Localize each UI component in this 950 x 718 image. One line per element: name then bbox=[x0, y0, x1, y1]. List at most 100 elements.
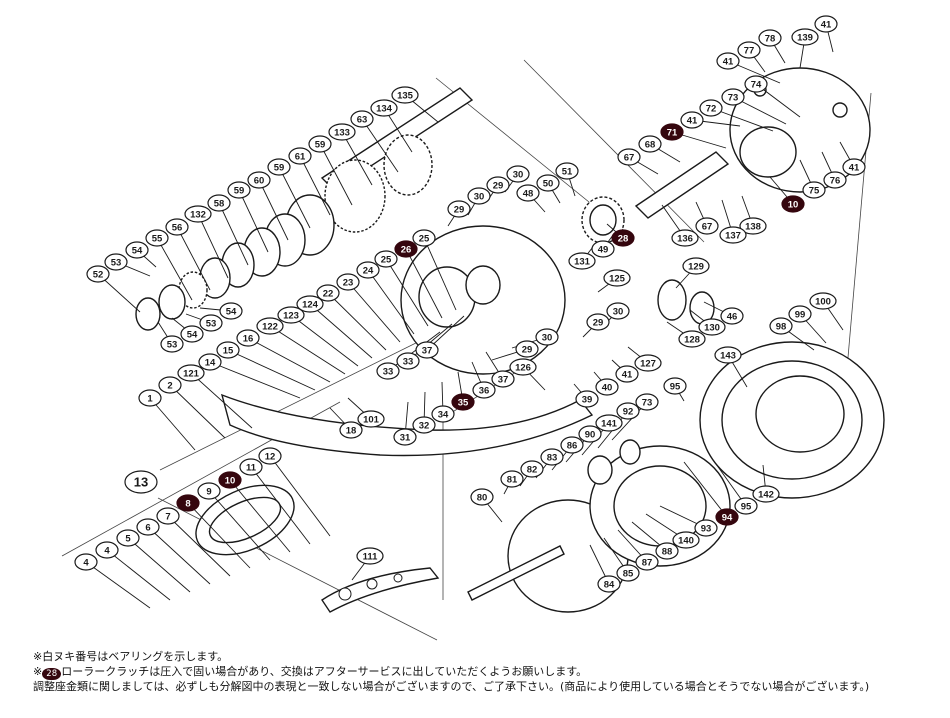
svg-text:30: 30 bbox=[474, 191, 485, 202]
callout-133: 133 bbox=[328, 123, 356, 141]
svg-text:122: 122 bbox=[262, 321, 278, 332]
callout-85: 85 bbox=[616, 564, 640, 582]
callout-59: 59 bbox=[267, 158, 291, 176]
svg-text:32: 32 bbox=[419, 420, 430, 431]
callout-49: 49 bbox=[591, 240, 615, 258]
svg-text:83: 83 bbox=[547, 452, 558, 463]
handle-arm bbox=[220, 393, 594, 457]
svg-text:26: 26 bbox=[401, 244, 412, 255]
svg-text:86: 86 bbox=[567, 440, 578, 451]
svg-text:54: 54 bbox=[132, 245, 143, 256]
callout-54: 54 bbox=[125, 241, 149, 259]
svg-text:36: 36 bbox=[479, 385, 490, 396]
svg-text:46: 46 bbox=[727, 311, 738, 322]
callout-10: 10 bbox=[218, 471, 242, 489]
ratchet-gear bbox=[383, 134, 433, 196]
svg-text:53: 53 bbox=[206, 318, 217, 329]
callout-30: 30 bbox=[467, 187, 491, 205]
callout-23: 23 bbox=[336, 273, 360, 291]
callout-136: 136 bbox=[671, 229, 699, 247]
callout-139: 139 bbox=[791, 28, 819, 46]
callout-39: 39 bbox=[575, 390, 599, 408]
ar-sleeve bbox=[634, 151, 730, 219]
svg-text:29: 29 bbox=[493, 180, 504, 191]
svg-text:99: 99 bbox=[795, 309, 806, 320]
callout-128: 128 bbox=[678, 330, 706, 348]
callout-134: 134 bbox=[370, 99, 398, 117]
footnote-3: 調整座金類に関しましては、必ずしも分解図中の表現と一致しない場合がございますので… bbox=[33, 680, 870, 693]
svg-text:136: 136 bbox=[677, 233, 693, 244]
callout-30: 30 bbox=[506, 165, 530, 183]
callout-73: 73 bbox=[635, 393, 659, 411]
svg-text:80: 80 bbox=[477, 492, 488, 503]
callout-59: 59 bbox=[308, 135, 332, 153]
svg-text:41: 41 bbox=[622, 369, 633, 380]
svg-text:125: 125 bbox=[609, 273, 626, 284]
callout-34: 34 bbox=[431, 405, 455, 423]
svg-text:23: 23 bbox=[343, 277, 354, 288]
callout-140: 140 bbox=[672, 531, 700, 549]
svg-text:5: 5 bbox=[125, 533, 131, 544]
callout-36: 36 bbox=[472, 381, 496, 399]
svg-text:53: 53 bbox=[167, 339, 178, 350]
svg-text:59: 59 bbox=[234, 185, 245, 196]
callout-16: 16 bbox=[236, 329, 260, 347]
callout-72: 72 bbox=[699, 99, 723, 117]
svg-text:29: 29 bbox=[454, 204, 465, 215]
callout-54: 54 bbox=[219, 302, 243, 320]
callout-4: 4 bbox=[74, 553, 98, 571]
svg-text:123: 123 bbox=[283, 310, 299, 321]
svg-text:124: 124 bbox=[302, 299, 319, 310]
svg-text:30: 30 bbox=[613, 306, 624, 317]
svg-text:2: 2 bbox=[167, 380, 172, 391]
svg-text:33: 33 bbox=[383, 366, 394, 377]
svg-text:25: 25 bbox=[381, 254, 392, 265]
svg-text:22: 22 bbox=[323, 288, 334, 299]
svg-text:59: 59 bbox=[315, 139, 326, 150]
svg-text:54: 54 bbox=[226, 306, 237, 317]
callout-7: 7 bbox=[156, 507, 180, 525]
callout-37: 37 bbox=[415, 341, 439, 359]
callout-5: 5 bbox=[116, 529, 140, 547]
callout-101: 101 bbox=[357, 410, 385, 428]
svg-text:81: 81 bbox=[507, 474, 518, 485]
svg-text:37: 37 bbox=[498, 374, 509, 385]
svg-text:141: 141 bbox=[601, 418, 618, 429]
svg-text:13: 13 bbox=[134, 475, 148, 490]
callout-52: 52 bbox=[86, 265, 110, 283]
svg-text:54: 54 bbox=[187, 329, 198, 340]
callout-33: 33 bbox=[396, 352, 420, 370]
drive-gear bbox=[324, 159, 386, 233]
callout-37: 37 bbox=[491, 370, 515, 388]
callout-100: 100 bbox=[809, 292, 837, 310]
callout-53: 53 bbox=[104, 253, 128, 271]
callout-122: 122 bbox=[256, 317, 284, 335]
svg-text:133: 133 bbox=[334, 127, 350, 138]
svg-text:129: 129 bbox=[688, 261, 704, 272]
svg-text:9: 9 bbox=[206, 486, 211, 497]
svg-text:139: 139 bbox=[797, 32, 813, 43]
callout-130: 130 bbox=[698, 318, 726, 336]
svg-text:95: 95 bbox=[741, 501, 752, 512]
callout-29: 29 bbox=[586, 313, 610, 331]
svg-text:24: 24 bbox=[363, 265, 374, 276]
callout-48: 48 bbox=[516, 184, 540, 202]
svg-text:59: 59 bbox=[274, 162, 285, 173]
callout-41: 41 bbox=[842, 158, 866, 176]
wrench-tool bbox=[321, 567, 440, 613]
callout-46: 46 bbox=[720, 307, 744, 325]
svg-text:140: 140 bbox=[678, 535, 694, 546]
callout-58: 58 bbox=[207, 194, 231, 212]
callout-123: 123 bbox=[277, 306, 305, 324]
callout-95: 95 bbox=[734, 497, 758, 515]
svg-text:92: 92 bbox=[623, 406, 634, 417]
svg-text:143: 143 bbox=[720, 350, 736, 361]
parts-sketch bbox=[135, 67, 885, 613]
callout-141: 141 bbox=[595, 414, 623, 432]
callout-25: 25 bbox=[374, 250, 398, 268]
svg-text:30: 30 bbox=[513, 169, 524, 180]
svg-text:63: 63 bbox=[357, 114, 368, 125]
svg-text:100: 100 bbox=[815, 296, 831, 307]
callout-142: 142 bbox=[752, 485, 780, 503]
